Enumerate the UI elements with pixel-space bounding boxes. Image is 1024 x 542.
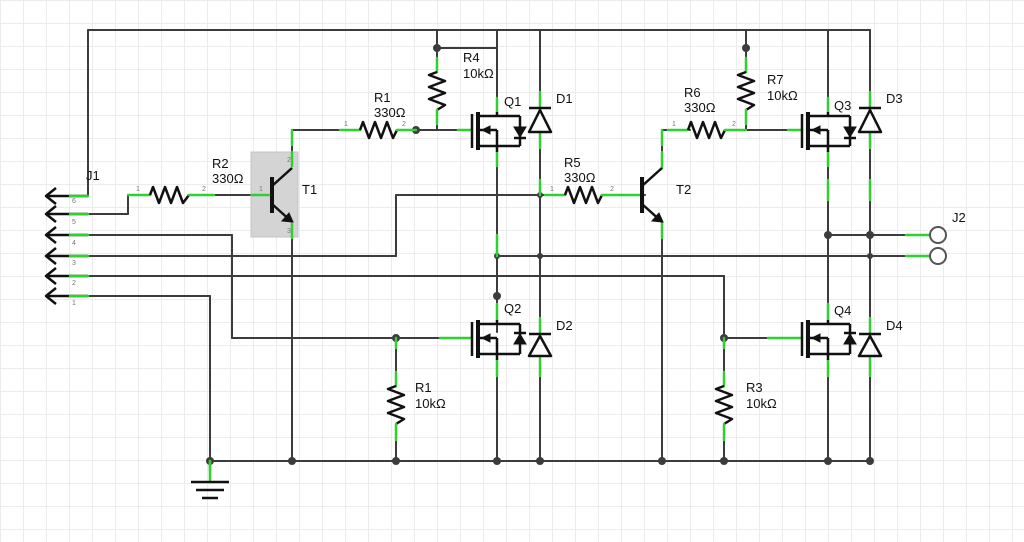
d4-label: D4 <box>886 318 903 333</box>
pin-number: 1 <box>344 121 348 128</box>
pin-number: 1 <box>672 121 676 128</box>
pin-number: 2 <box>202 186 206 193</box>
r6-value: 330Ω <box>684 100 716 115</box>
resistor-r1-bottom[interactable]: R1 10kΩ <box>386 370 446 442</box>
d3-label: D3 <box>886 91 903 106</box>
pin-number: 2 <box>732 121 736 128</box>
q2-label: Q2 <box>504 301 521 316</box>
transistor-t2[interactable]: T2 <box>620 150 691 240</box>
j1-pin-4: 4 <box>72 240 76 247</box>
diode-d3[interactable]: D3 <box>857 90 903 150</box>
resistor-r5[interactable]: 1 2 R5 330Ω <box>543 155 624 205</box>
mosfet-q4[interactable]: Q4 <box>766 302 857 378</box>
diode-d1[interactable]: D1 <box>527 90 573 150</box>
r1-bottom-ref: R1 <box>415 380 432 395</box>
diode-d4[interactable]: D4 <box>857 316 903 378</box>
pin-number: 2 <box>402 121 406 128</box>
j1-pin-6: 6 <box>72 198 76 205</box>
r2-value: 330Ω <box>212 171 244 186</box>
j1-pin-2: 2 <box>72 280 76 287</box>
t1-label: T1 <box>302 182 317 197</box>
r3-ref: R3 <box>746 380 763 395</box>
r6-ref: R6 <box>684 85 701 100</box>
r5-value: 330Ω <box>564 170 596 185</box>
mosfet-q2[interactable]: Q2 <box>438 301 527 378</box>
pin-number: 2 <box>610 186 614 193</box>
mosfet-q3[interactable]: Q3 <box>786 96 857 168</box>
d2-label: D2 <box>556 318 573 333</box>
pin-number: 3 <box>287 228 291 235</box>
resistor-r4[interactable]: R4 10kΩ <box>427 50 494 126</box>
pin-number: 1 <box>259 186 263 193</box>
j1-label: J1 <box>86 168 100 183</box>
resistor-r2[interactable]: 1 2 R2 330Ω <box>126 156 244 205</box>
diode-d2[interactable]: D2 <box>527 316 573 378</box>
r3-value: 10kΩ <box>746 396 777 411</box>
j1-pin-3: 3 <box>72 260 76 267</box>
r4-ref: R4 <box>463 50 480 65</box>
j1-pin-5: 5 <box>72 219 76 226</box>
r1-top-value: 330Ω <box>374 105 406 120</box>
q4-label: Q4 <box>834 303 851 318</box>
q1-label: Q1 <box>504 94 521 109</box>
connector-j1[interactable]: J1 6 5 4 3 2 1 <box>44 168 100 307</box>
d1-label: D1 <box>556 91 573 106</box>
junction-dots <box>206 44 874 465</box>
j1-pin-arrows <box>44 187 90 305</box>
transistor-t1[interactable]: 1 2 3 T1 <box>250 150 317 240</box>
resistor-r1-top[interactable]: 1 2 R1 330Ω <box>338 90 418 140</box>
r1-top-ref: R1 <box>374 90 391 105</box>
resistor-r3[interactable]: R3 10kΩ <box>714 370 777 442</box>
pin-number: 1 <box>136 186 140 193</box>
r7-value: 10kΩ <box>767 88 798 103</box>
r4-value: 10kΩ <box>463 66 494 81</box>
t2-label: T2 <box>676 182 691 197</box>
r7-ref: R7 <box>767 72 784 87</box>
resistor-r6[interactable]: 1 2 R6 330Ω <box>666 85 748 140</box>
resistor-r7[interactable]: R7 10kΩ <box>736 56 798 126</box>
pin-stubs <box>208 128 872 472</box>
r2-ref: R2 <box>212 156 229 171</box>
j1-pin-1: 1 <box>72 300 76 307</box>
pin-number: 1 <box>550 186 554 193</box>
mosfet-q1[interactable]: Q1 <box>456 94 527 168</box>
r5-ref: R5 <box>564 155 581 170</box>
j2-label: J2 <box>952 210 966 225</box>
q3-label: Q3 <box>834 98 851 113</box>
pin-number: 2 <box>287 157 291 164</box>
r1-bottom-value: 10kΩ <box>415 396 446 411</box>
connector-j2[interactable]: J2 <box>904 210 966 265</box>
